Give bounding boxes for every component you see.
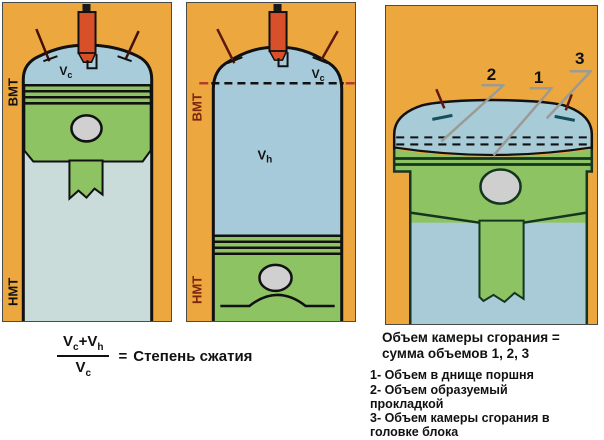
cylinder-wall-outline	[392, 149, 594, 324]
exhaust-valve-line	[319, 30, 339, 62]
chamber-volume-legend: Объем камеры сгорания = сумма объемов 1,…	[370, 330, 584, 440]
combustion-chamber	[394, 100, 592, 155]
wrist-pin	[258, 263, 293, 293]
legend-title-line2: сумма объемов 1, 2, 3	[382, 346, 530, 362]
callout-leaders	[440, 69, 592, 157]
legend-item-3: 3- Объем камеры сгорания в головке блока	[370, 411, 550, 440]
exhaust-valve-line	[564, 93, 573, 111]
connecting-rod	[478, 219, 525, 304]
piston-bottom-edge	[410, 211, 587, 224]
formula-numerator: Vc+Vh	[57, 333, 110, 357]
tdc-diagram: Vc ВМТ НМТ	[5, 4, 154, 321]
leader-3	[545, 69, 592, 120]
leader-2	[440, 83, 505, 143]
gasket-dashed-lines	[396, 136, 590, 146]
bmt-label: ВМТ	[5, 78, 20, 106]
formula-result-label: Степень сжатия	[133, 347, 253, 365]
valve-seat-ticks	[226, 56, 329, 65]
intake-valve-line	[216, 28, 236, 64]
piston-skirt-edge	[220, 293, 335, 308]
formula-equals-sign: =	[118, 347, 128, 365]
connecting-rod	[68, 159, 104, 201]
head-outline	[392, 98, 594, 150]
piston-rings	[214, 234, 341, 256]
vc-label: Vc	[312, 67, 325, 83]
spark-plug-icon	[268, 4, 289, 68]
intake-valve-line	[35, 28, 51, 62]
spark-plug-icon	[77, 4, 98, 70]
wrist-pin	[70, 114, 103, 143]
exhaust-valve-line	[124, 30, 140, 60]
panel-piston-at-tdc: Vc ВМТ НМТ	[2, 2, 172, 322]
panel-piston-at-bdc: Vc Vh ВМТ НМТ	[186, 2, 356, 322]
valve-seats	[432, 113, 576, 122]
callout-2-label: 2	[487, 65, 496, 84]
piston-rings	[24, 84, 151, 105]
legend-title-line1: Объем камеры сгорания =	[382, 330, 560, 345]
legend-item-2: 2- Объем образуемый прокладкой	[370, 382, 508, 411]
callout-1-label: 1	[534, 68, 543, 87]
vh-label: Vh	[257, 147, 272, 165]
formula-denominator: Vc	[75, 359, 92, 379]
piston-rings	[394, 157, 592, 166]
callout-3-label: 3	[575, 49, 584, 68]
formula-fraction: Vc+Vh Vc	[57, 333, 110, 379]
nmt-label: НМТ	[189, 276, 204, 304]
intake-valve-line	[435, 88, 446, 109]
legend-items: 1- Объем в днище поршня 2- Объем образуе…	[370, 368, 584, 439]
bmt-label: ВМТ	[189, 93, 204, 121]
valve-lines	[216, 28, 339, 64]
leader-1	[492, 87, 553, 157]
bdc-diagram: Vc Vh ВМТ НМТ	[189, 4, 355, 321]
legend-item-1: 1- Объем в днище поршня	[370, 368, 534, 383]
valve-lines	[35, 28, 140, 62]
compression-ratio-formula: Vc+Vh Vc = Степень сжатия	[57, 333, 252, 379]
vc-label: Vc	[59, 64, 72, 80]
chamber-closeup-diagram: 2 1 3	[392, 49, 594, 324]
piston-dish-edge	[394, 146, 592, 157]
legend-title: Объем камеры сгорания = сумма объемов 1,…	[370, 330, 584, 362]
panel-combustion-chamber-closeup: 2 1 3	[385, 5, 598, 325]
wrist-pin	[479, 168, 522, 205]
nmt-label: НМТ	[5, 278, 20, 306]
valve-seat-ticks	[43, 55, 132, 63]
valve-lines	[435, 88, 573, 111]
